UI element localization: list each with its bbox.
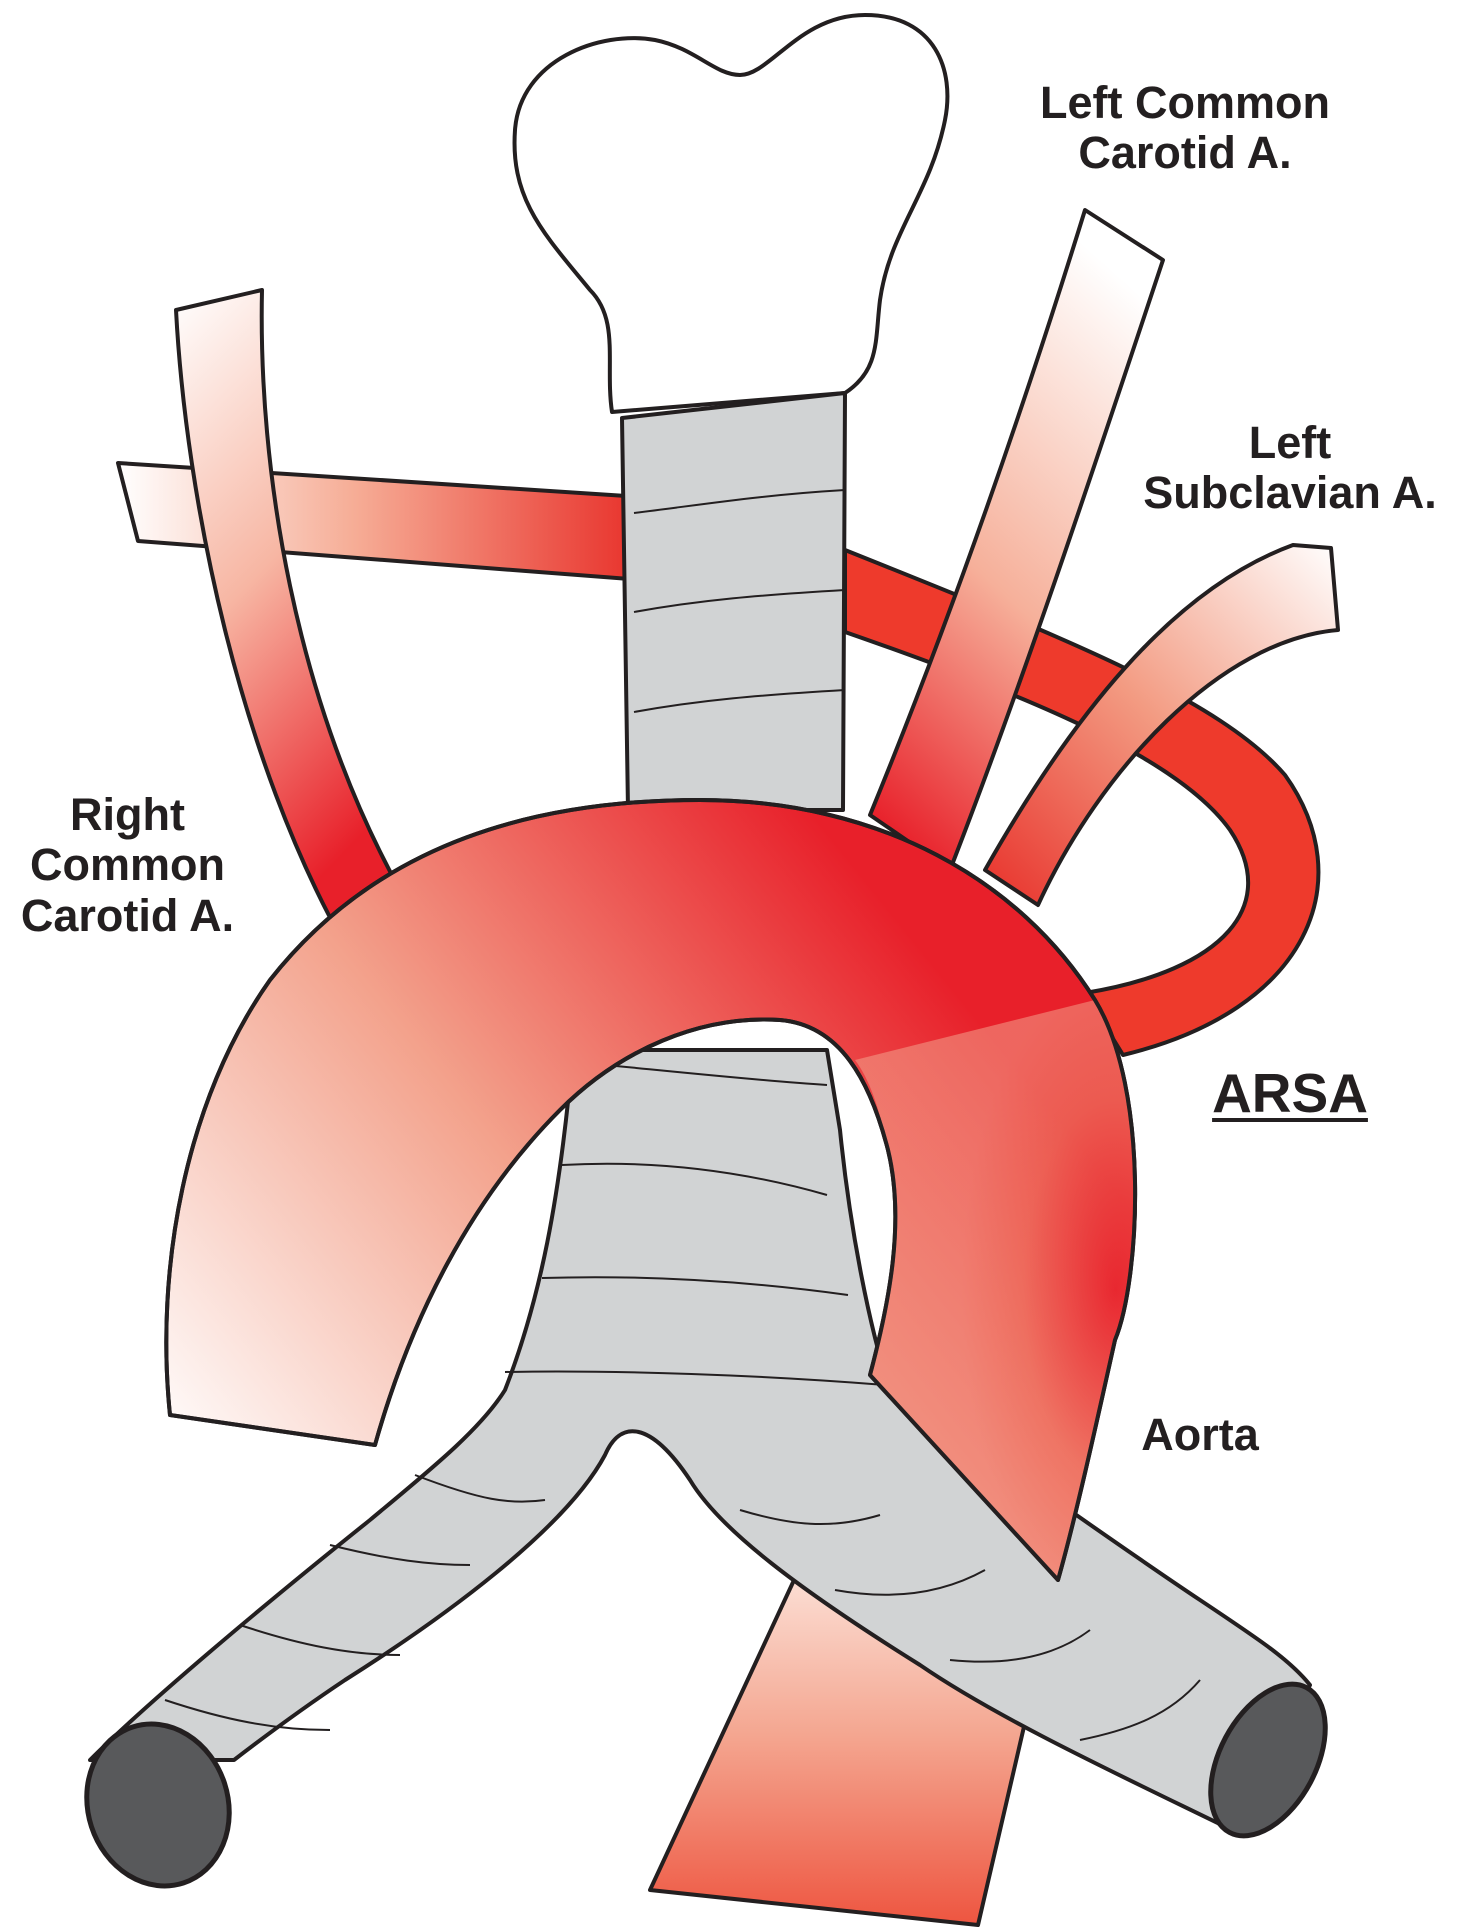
label-line: Subclavian A.	[1120, 468, 1460, 518]
larynx	[515, 15, 948, 412]
label-line: Common	[0, 840, 255, 890]
label-line: Carotid A.	[1000, 128, 1370, 178]
upper-trachea	[622, 393, 845, 810]
label-right-common-carotid: Right Common Carotid A.	[0, 790, 255, 941]
label-aorta: Aorta	[1120, 1410, 1280, 1460]
label-left-subclavian: Left Subclavian A.	[1120, 418, 1460, 519]
label-arsa: ARSA	[1200, 1063, 1380, 1125]
label-line: Right	[0, 790, 255, 840]
label-line: Carotid A.	[0, 891, 255, 941]
label-line: Left Common	[1000, 78, 1370, 128]
label-line: Left	[1120, 418, 1460, 468]
label-left-common-carotid: Left Common Carotid A.	[1000, 78, 1370, 179]
